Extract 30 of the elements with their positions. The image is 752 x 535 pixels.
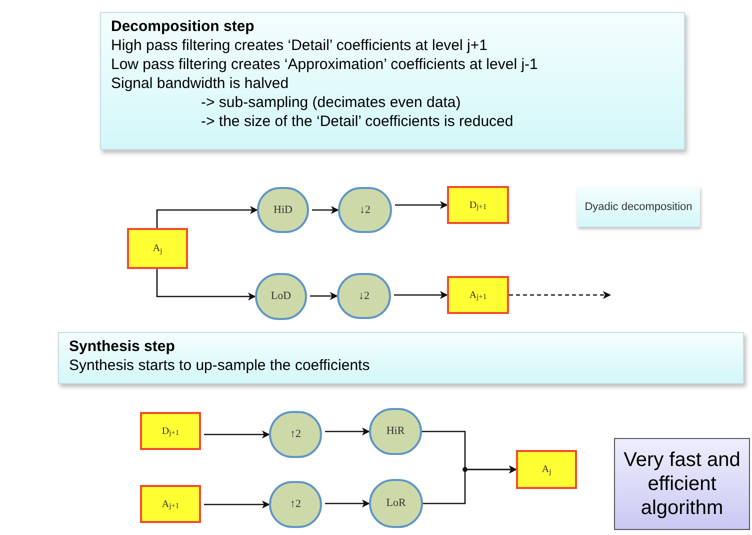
panel-text: -> the size of the ‘Detail’ coefficients is reduced (200, 112, 514, 131)
arrow (204, 430, 270, 438)
arrow (509, 291, 611, 299)
arrow (325, 500, 370, 508)
arrow (204, 500, 270, 508)
note-box: Dyadic decomposition (577, 187, 700, 227)
summary-box: Very fast and efficient algorithm (614, 438, 750, 530)
arrow (156, 206, 258, 228)
arrow (312, 206, 339, 214)
panel-text: Synthesis starts to up-sample the coefficients (69, 356, 371, 375)
panel-text: Signal bandwidth is halved (111, 74, 290, 93)
coefficient-box: A$_{j+1}$ (447, 276, 509, 314)
panel-heading: Decomposition step (111, 17, 256, 36)
arrow (395, 201, 448, 209)
coefficient-box: A$_{j}$ (516, 450, 577, 489)
coefficient-box: D$_{j+1}$ (447, 186, 509, 224)
panel-text: High pass filtering creates ‘Detail’ coefficients at level j+1 (111, 36, 488, 55)
panel-heading: Synthesis step (69, 337, 176, 356)
panel-text: Low pass filtering creates ‘Approximation’ coefficients at level j-1 (111, 55, 539, 74)
arrow (423, 466, 517, 504)
arrow (156, 269, 256, 300)
text-panel (100, 12, 685, 150)
coefficient-box: A$_{j}$ (127, 228, 188, 269)
coefficient-box: D$_{j+1}$ (140, 412, 201, 450)
panel-text: -> sub-sampling (decimates even data) (200, 93, 462, 112)
arrow (310, 292, 338, 300)
arrow (325, 428, 370, 436)
coefficient-box: A$_{j+1}$ (140, 485, 201, 523)
arrow (394, 291, 448, 299)
text-panel (58, 332, 744, 384)
